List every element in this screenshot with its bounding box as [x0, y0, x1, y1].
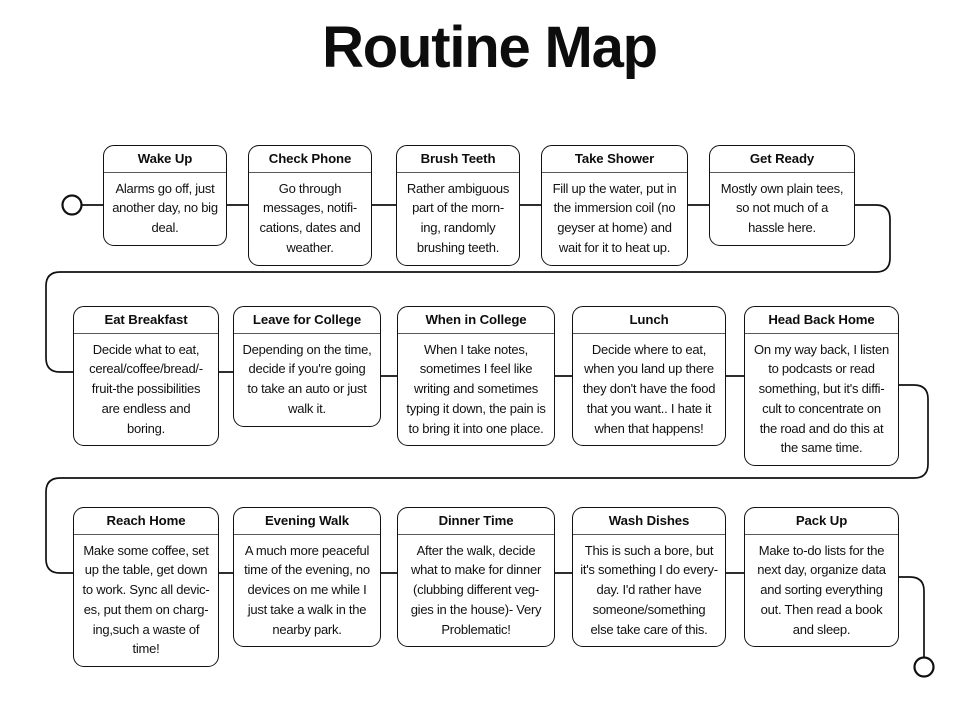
node-body-pack-up: Make to-do lists for the next day, organ…: [757, 542, 886, 637]
node-title-reach-home: Reach Home: [74, 508, 218, 535]
node-body-lunch: Decide where to eat, when you land up th…: [582, 341, 716, 436]
node-body-wake-up: Alarms go off, just another day, no big …: [112, 180, 218, 236]
node-check-phone[interactable]: Check Phone Go through messages, notifi- …: [248, 145, 372, 266]
node-title-lunch: Lunch: [573, 307, 725, 334]
node-title-wake-up: Wake Up: [104, 146, 226, 173]
node-title-head-back-home: Head Back Home: [745, 307, 898, 334]
node-body-wash-dishes: This is such a bore, but it's something …: [580, 542, 718, 637]
page-title: Routine Map: [322, 15, 658, 80]
node-title-leave-for-college: Leave for College: [234, 307, 380, 334]
node-title-check-phone: Check Phone: [249, 146, 371, 173]
node-title-brush-teeth: Brush Teeth: [397, 146, 519, 173]
connector-pack-up-to-end: [898, 576, 925, 659]
node-body-get-ready: Mostly own plain tees, so not much of a …: [720, 180, 844, 236]
node-wake-up[interactable]: Wake Up Alarms go off, just another day, …: [103, 145, 227, 246]
node-title-take-shower: Take Shower: [542, 146, 687, 173]
node-pack-up[interactable]: Pack Up Make to-do lists for the next day…: [744, 507, 899, 648]
start-circle: [61, 194, 83, 216]
node-body-evening-walk: A much more peaceful time of the evening…: [244, 542, 370, 637]
node-title-pack-up: Pack Up: [745, 508, 898, 535]
node-head-back-home[interactable]: Head Back Home On my way back, I listen t…: [744, 306, 899, 467]
node-body-reach-home: Make some coffee, set up the table, get …: [82, 542, 210, 657]
node-body-head-back-home: On my way back, I listen to podcasts or …: [754, 341, 889, 456]
node-body-take-shower: Fill up the water, put in the immersion …: [552, 180, 677, 255]
node-body-check-phone: Go through messages, notifi- cations, da…: [259, 180, 361, 255]
node-body-when-in-college: When I take notes, sometimes I feel like…: [406, 341, 546, 436]
node-title-when-in-college: When in College: [398, 307, 554, 334]
node-body-leave-for-college: Depending on the time, decide if you're …: [242, 341, 372, 416]
node-body-eat-breakfast: Decide what to eat, cereal/coffee/bread/…: [89, 341, 203, 436]
end-circle: [913, 656, 935, 678]
node-evening-walk[interactable]: Evening Walk A much more peaceful time of…: [233, 507, 381, 648]
node-title-get-ready: Get Ready: [710, 146, 854, 173]
node-title-dinner-time: Dinner Time: [398, 508, 554, 535]
node-title-evening-walk: Evening Walk: [234, 508, 380, 535]
node-body-brush-teeth: Rather ambiguous part of the morn- ing, …: [406, 180, 510, 255]
node-title-wash-dishes: Wash Dishes: [573, 508, 725, 535]
node-body-dinner-time: After the walk, decide what to make for …: [410, 542, 542, 637]
node-title-eat-breakfast: Eat Breakfast: [74, 307, 218, 334]
